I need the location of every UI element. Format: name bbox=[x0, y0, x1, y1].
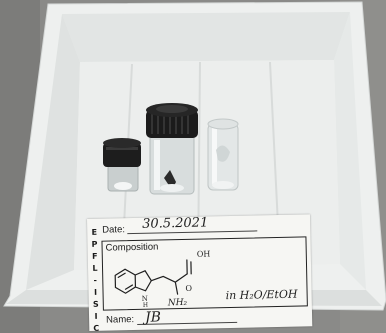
date-label: Date: bbox=[102, 224, 126, 236]
tray-back-wall bbox=[62, 12, 350, 62]
carbonyl-o-label: O bbox=[185, 283, 193, 293]
name-label: Name: bbox=[106, 314, 135, 326]
small-vial bbox=[103, 138, 141, 192]
medium-vial bbox=[146, 103, 198, 195]
name-value: JB bbox=[144, 309, 162, 326]
institution-letters: E P F L - I S I C bbox=[91, 227, 100, 333]
tray-right-wall bbox=[334, 12, 366, 290]
amine-label: NH₂ bbox=[167, 297, 188, 309]
sample-label: E P F L - I S I C Date: 30.5.2021 Compos… bbox=[87, 214, 313, 333]
clear-vial bbox=[207, 118, 239, 191]
date-value: 30.5.2021 bbox=[141, 215, 209, 232]
indole-h-label: H bbox=[142, 301, 149, 309]
solvent-note: in H₂O/EtOH bbox=[225, 287, 298, 303]
molecule-drawing bbox=[114, 259, 192, 295]
composition-box: Composition N H OH O NH₂ in H₂O/EtOH bbox=[101, 236, 308, 311]
acid-oh-label: OH bbox=[196, 249, 211, 259]
tray-left-wall bbox=[26, 14, 80, 290]
